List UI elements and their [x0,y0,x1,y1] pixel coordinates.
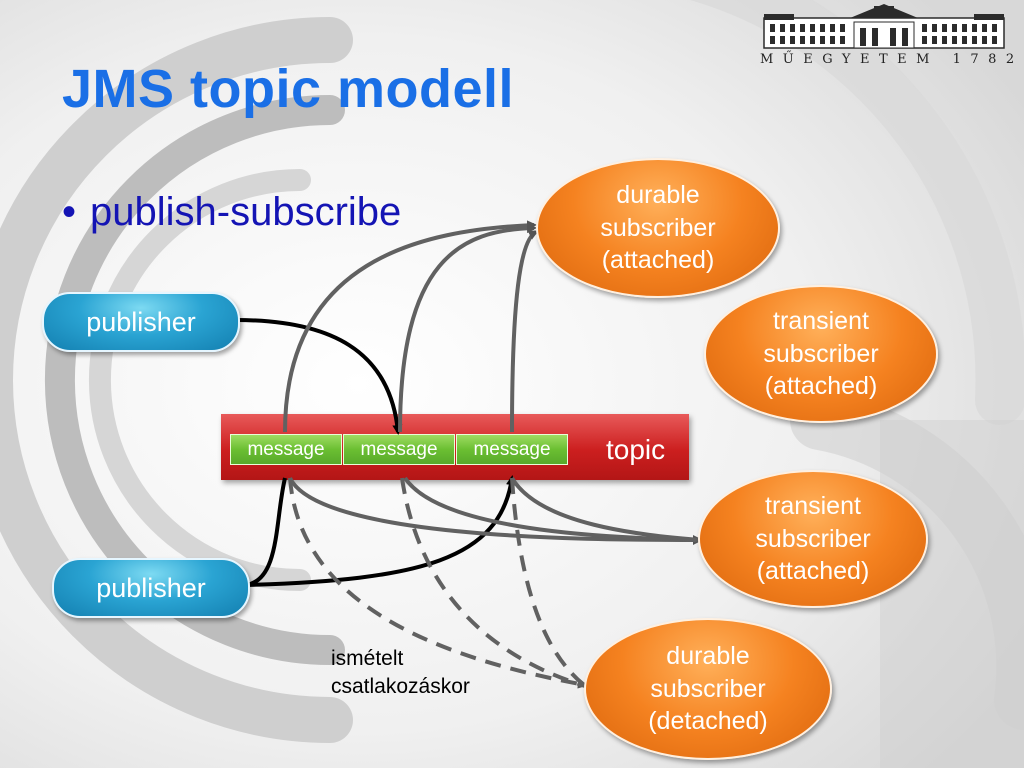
arrow-msg2-transient [403,476,701,542]
dashed-msg3-detached [510,477,590,690]
publisher-node-1: publisher [42,292,240,352]
subscriber-durable-detached: durable subscriber (detached) [584,618,832,760]
dashed-msg2-detached [400,477,586,688]
note-line-1: ismételt [331,647,404,670]
message-box-3: message [456,434,568,465]
topic-label: topic [606,434,666,465]
arrow-msg2-durable [398,223,537,433]
subscriber-transient-attached-2: transient subscriber (attached) [698,470,928,608]
publisher-2-line-a [245,477,287,587]
reconnect-note: ismételt csatlakozáskor [331,645,470,702]
slide-title: JMS topic modell [62,59,515,119]
subscriber-transient-attached-1: transient subscriber (attached) [704,285,938,423]
bullet-text: publish-subscribe [90,190,402,234]
arrow-msg3-transient [510,476,701,542]
publisher-node-2: publisher [52,558,250,618]
subscriber-label: transient subscriber (attached) [763,307,879,401]
dashed-msg1-detached [288,477,588,689]
message-box-1: message [230,434,342,465]
bullet-dot: • [62,190,77,234]
subscriber-label: durable subscriber (detached) [648,642,768,736]
arrow-msg1-transient [288,477,703,545]
publisher-2-arrow [245,475,516,587]
message-box-2: message [343,434,455,465]
arrow-msg1-durable [283,220,537,433]
bullet-item: • publish-subscribe [62,190,401,235]
logo-caption: MŰEGYETEM 1782 [760,52,1024,67]
university-logo [763,4,1005,49]
publisher-1-arrow [235,318,403,435]
subscriber-durable-attached: durable subscriber (attached) [536,158,780,298]
arrow-msg3-durable [510,230,539,433]
note-line-2: csatlakozáskor [331,675,470,699]
subscriber-label: durable subscriber (attached) [600,181,716,275]
subscriber-label: transient subscriber (attached) [755,492,871,586]
